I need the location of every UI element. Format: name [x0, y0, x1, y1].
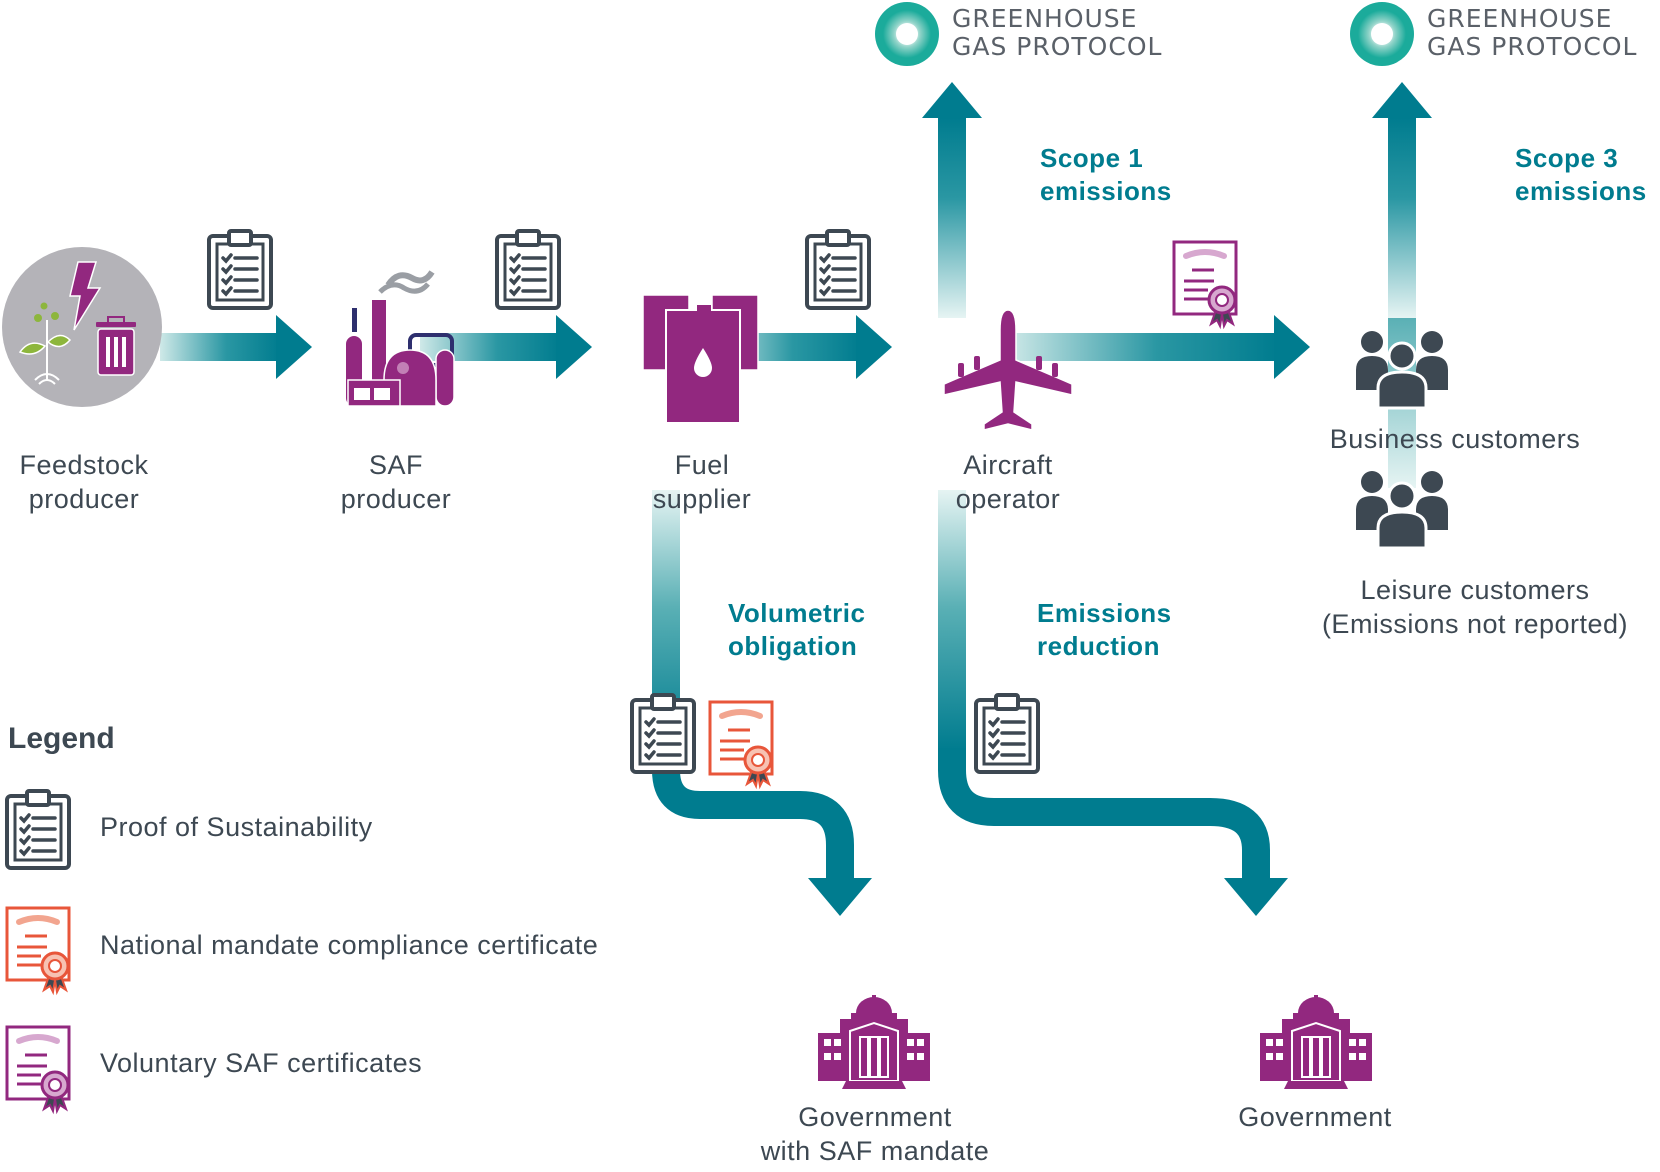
- legend-voluntary-certificate-icon: [7, 1027, 69, 1111]
- ghg-line2: GAS PROTOCOL: [1427, 32, 1638, 61]
- airplane-icon: [943, 309, 1073, 431]
- arrow-aircraft-to-government: [938, 490, 1288, 916]
- arrow-feedstock-to-saf: [160, 315, 312, 379]
- government-building-icon: [817, 994, 931, 1090]
- leisure-customers-icon: [1354, 469, 1450, 550]
- scope1-label: Scope 1 emissions: [1040, 143, 1172, 206]
- emissions-reduction-label: Emissions reduction: [1037, 598, 1172, 661]
- voluntary-certificate-icon: [1174, 242, 1236, 326]
- feedstock-icon: [2, 247, 162, 407]
- ghg-protocol-logo-icon: [1350, 2, 1414, 66]
- ghg-line1: GREENHOUSE: [952, 4, 1138, 33]
- factory-icon: [346, 270, 455, 407]
- ghg-line2: GAS PROTOCOL: [952, 32, 1163, 61]
- proof-of-sustainability-icon: [974, 693, 1040, 774]
- legend-national-certificate-icon: [7, 908, 69, 992]
- national-certificate-icon: [710, 702, 772, 786]
- proof-of-sustainability-icon: [805, 229, 871, 310]
- scope3-label: Scope 3 emissions: [1515, 143, 1647, 206]
- ghg-logo-text-1: GREENHOUSE GAS PROTOCOL: [952, 5, 1162, 61]
- legend-item-proof: Proof of Sustainability: [100, 812, 373, 842]
- proof-of-sustainability-icon: [207, 229, 273, 310]
- aircraft-operator-label: Aircraft operator: [955, 450, 1061, 514]
- fuel-supplier-label: Fuel supplier: [652, 450, 752, 514]
- legend-item-voluntary: Voluntary SAF certificates: [100, 1048, 423, 1078]
- government-label: Government: [1238, 1102, 1392, 1132]
- legend-item-national: National mandate compliance certificate: [100, 930, 599, 960]
- leisure-customers-label: Leisure customers (Emissions not reporte…: [1321, 575, 1629, 639]
- legend-clipboard-icon: [5, 789, 71, 870]
- business-customers-icon: [1354, 329, 1450, 410]
- ghg-line1: GREENHOUSE: [1427, 4, 1613, 33]
- arrow-scope3-up: [1372, 82, 1432, 318]
- proof-of-sustainability-icon: [630, 693, 696, 774]
- ghg-logo-text-2: GREENHOUSE GAS PROTOCOL: [1427, 5, 1637, 61]
- fuel-canister-icon: [642, 294, 759, 424]
- saf-producer-label: SAF producer: [340, 450, 452, 514]
- arrow-aircraft-to-customers: [1008, 315, 1310, 379]
- government-building-icon: [1259, 994, 1373, 1090]
- proof-of-sustainability-icon: [495, 229, 561, 310]
- arrow-scope1-up: [922, 82, 982, 318]
- business-customers-label: Business customers: [1329, 424, 1581, 454]
- ghg-protocol-logo-icon: [875, 2, 939, 66]
- feedstock-producer-label: Feedstock producer: [19, 450, 149, 514]
- legend-title: Legend: [8, 722, 115, 755]
- government-mandate-label: Government with SAF mandate: [760, 1102, 990, 1166]
- volumetric-obligation-label: Volumetric obligation: [728, 598, 866, 661]
